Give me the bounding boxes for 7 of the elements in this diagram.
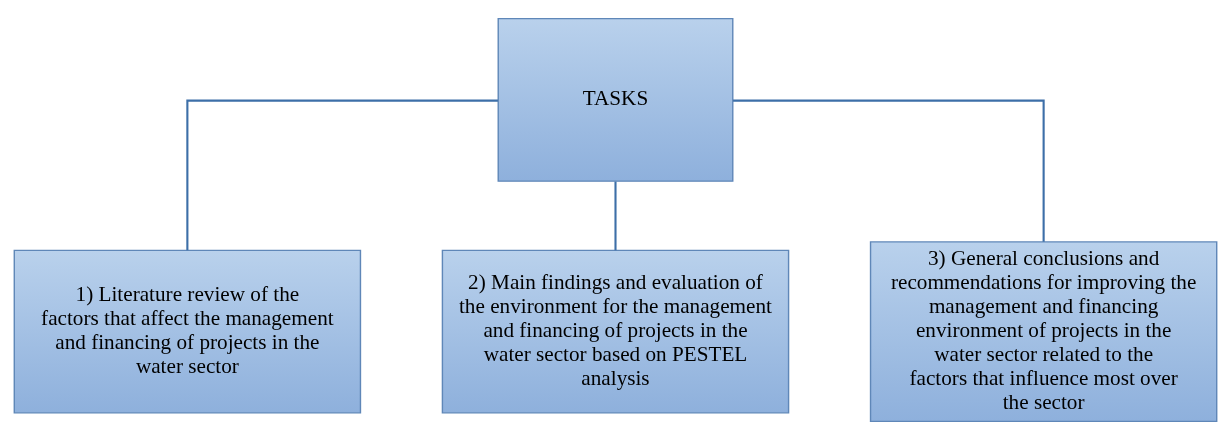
connector: [186, 99, 498, 250]
node-box: 2) Main findings and evaluation of the environment for the management and financing of projects in the water sector based on PESTEL analysis: [441, 249, 790, 414]
node-box: 1) Literature review of the factors that affect the management and financing of projects in the water sector: [13, 249, 362, 414]
connector: [733, 99, 1045, 242]
node-box: 3) General conclusions and recommendations for improving the management and financing environment of projects in the water sector related to the factors that influence most over the sector: [869, 240, 1218, 422]
connector: [614, 181, 617, 250]
node-box: TASKS: [497, 17, 734, 182]
